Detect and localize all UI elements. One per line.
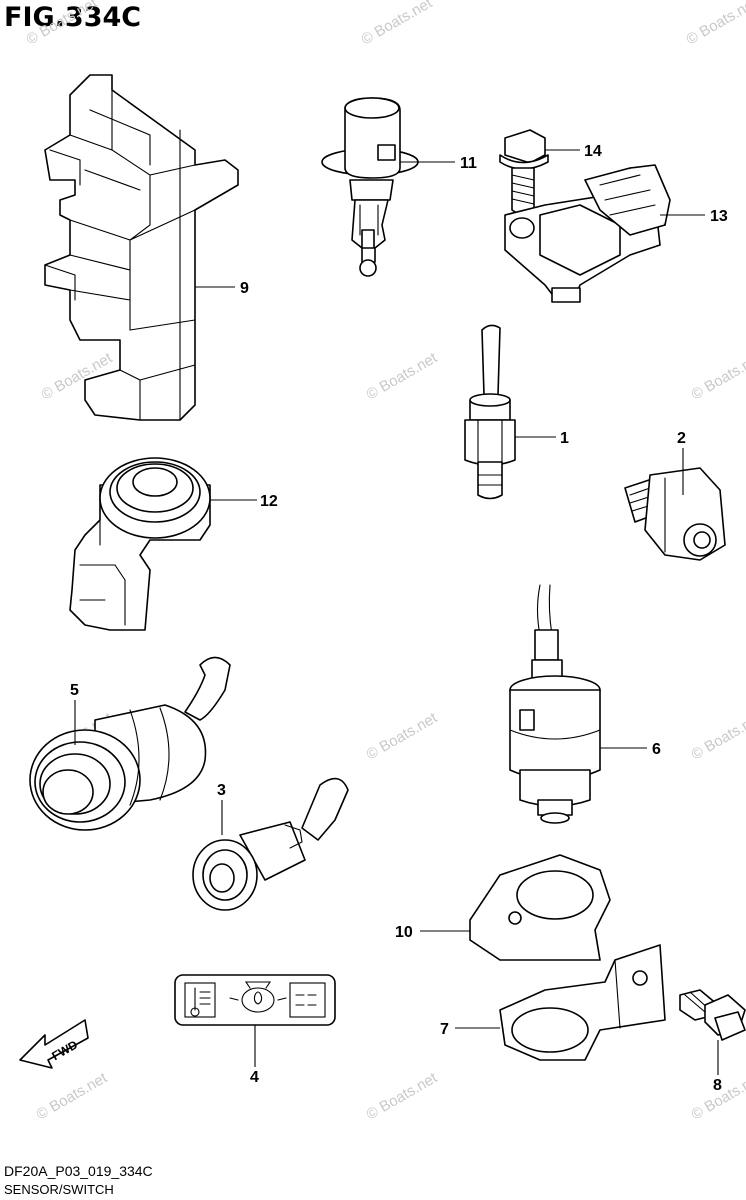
watermark: © Boats.net xyxy=(364,709,441,763)
part-2-sensor[interactable] xyxy=(624,467,726,561)
callout-7: 7 xyxy=(440,1021,449,1038)
diagram-code: DF20A_P03_019_334C xyxy=(4,1163,153,1179)
callout-13: 13 xyxy=(710,208,728,225)
part-10-gasket[interactable] xyxy=(469,854,611,961)
watermark: © Boats.net xyxy=(359,0,436,48)
fwd-arrow: FWD xyxy=(19,1019,89,1069)
callout-9: 9 xyxy=(240,280,249,297)
callout-11: 11 xyxy=(460,155,477,172)
part-14-bolt[interactable] xyxy=(499,129,549,215)
leader-lines xyxy=(74,149,719,1075)
part-11-sensor[interactable] xyxy=(321,97,419,277)
watermark: © Boats.net xyxy=(364,1069,441,1123)
part-13-map-sensor[interactable] xyxy=(504,164,671,303)
callout-5: 5 xyxy=(70,682,79,699)
callout-8: 8 xyxy=(713,1077,722,1094)
part-7-bracket[interactable] xyxy=(499,944,666,1061)
callout-1: 1 xyxy=(560,430,569,447)
part-8-bolt[interactable] xyxy=(679,989,746,1041)
diagram-subtitle: SENSOR/SWITCH xyxy=(4,1182,114,1197)
callout-2: 2 xyxy=(677,430,686,447)
part-3-sensor[interactable] xyxy=(192,777,349,911)
callout-4: 4 xyxy=(250,1069,259,1086)
part-4-label[interactable] xyxy=(174,974,336,1026)
callout-6: 6 xyxy=(652,741,661,758)
callouts: 9 11 14 13 1 2 12 5 3 6 10 4 7 8 xyxy=(70,143,728,1094)
part-1-sensor[interactable] xyxy=(464,324,516,500)
part-12-grommet[interactable] xyxy=(69,457,211,631)
callout-3: 3 xyxy=(217,782,226,799)
watermark: © Boats.net xyxy=(689,709,746,763)
watermark: © Boats.net xyxy=(689,349,746,403)
callout-12: 12 xyxy=(260,493,278,510)
watermark: © Boats.net xyxy=(364,349,441,403)
part-6-switch[interactable] xyxy=(509,584,601,824)
watermark: © Boats.net xyxy=(684,0,746,48)
figure-title: FIG.334C xyxy=(4,2,142,33)
part-5-cap[interactable] xyxy=(29,656,231,831)
callout-14: 14 xyxy=(584,143,602,160)
watermark: © Boats.net xyxy=(34,1069,111,1123)
part-9-bracket[interactable] xyxy=(44,74,239,421)
callout-10: 10 xyxy=(395,924,413,941)
watermark: © Boats.net xyxy=(24,0,101,48)
